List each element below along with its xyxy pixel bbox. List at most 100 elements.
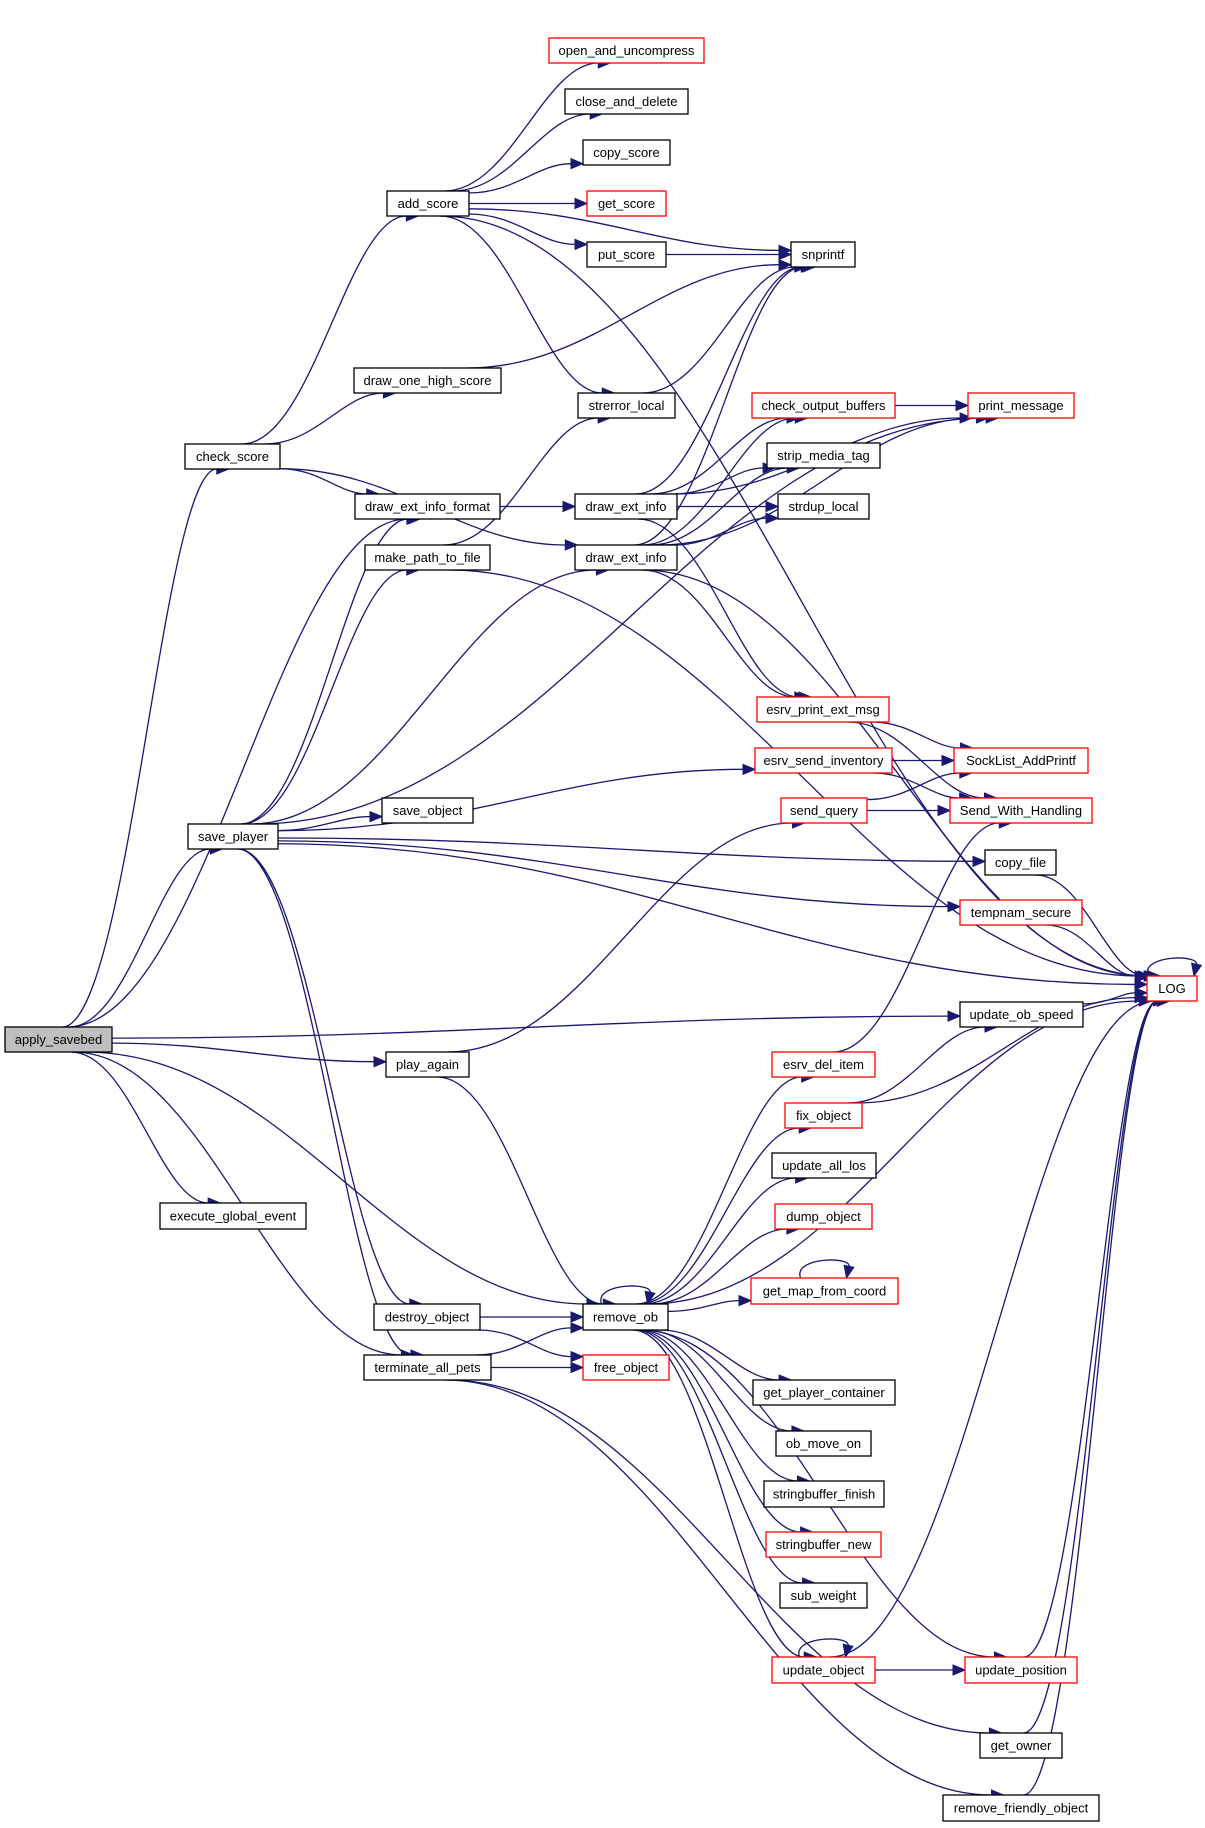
node-terminate_all_pets[interactable]: terminate_all_pets (363, 1354, 492, 1381)
node-box[interactable] (756, 696, 890, 723)
node-update_object[interactable]: update_object (771, 1656, 876, 1684)
node-box[interactable] (184, 443, 281, 470)
node-box[interactable] (967, 392, 1075, 419)
node-box[interactable] (790, 241, 856, 268)
node-box[interactable] (784, 1102, 863, 1129)
node-apply_savebed[interactable]: apply_savebed (4, 1026, 113, 1053)
node-box[interactable] (774, 1203, 873, 1230)
node-box[interactable] (752, 1379, 896, 1406)
node-box[interactable] (777, 493, 870, 520)
node-box[interactable] (959, 1001, 1084, 1028)
node-box[interactable] (564, 88, 689, 115)
node-free_object[interactable]: free_object (582, 1354, 670, 1381)
node-add_score[interactable]: add_score (386, 190, 470, 217)
node-make_path_to_file[interactable]: make_path_to_file (364, 544, 491, 571)
node-check_score[interactable]: check_score (184, 443, 281, 470)
node-open_and_uncompress[interactable]: open_and_uncompress (548, 37, 705, 64)
node-get_map_from_coord[interactable]: get_map_from_coord (750, 1277, 899, 1305)
node-Send_With_Handling[interactable]: Send_With_Handling (949, 797, 1093, 824)
node-update_position[interactable]: update_position (964, 1656, 1078, 1684)
node-box[interactable] (4, 1026, 113, 1053)
node-box[interactable] (159, 1202, 307, 1230)
node-box[interactable] (984, 849, 1057, 876)
node-box[interactable] (386, 190, 470, 217)
node-box[interactable] (373, 1303, 481, 1331)
node-box[interactable] (964, 1656, 1078, 1684)
node-box[interactable] (354, 493, 501, 520)
node-fix_object[interactable]: fix_object (784, 1102, 863, 1129)
node-get_player_container[interactable]: get_player_container (752, 1379, 896, 1406)
node-print_message[interactable]: print_message (967, 392, 1075, 419)
node-esrv_print_ext_msg[interactable]: esrv_print_ext_msg (756, 696, 890, 723)
node-stringbuffer_new[interactable]: stringbuffer_new (765, 1531, 882, 1558)
node-tempnam_secure[interactable]: tempnam_secure (959, 899, 1083, 926)
node-strerror_local[interactable]: strerror_local (577, 392, 676, 419)
node-box[interactable] (586, 241, 667, 268)
node-box[interactable] (548, 37, 705, 64)
node-box[interactable] (574, 493, 678, 520)
node-box[interactable] (942, 1794, 1100, 1822)
node-box[interactable] (582, 1303, 669, 1331)
node-box[interactable] (582, 1354, 670, 1381)
node-update_ob_speed[interactable]: update_ob_speed (959, 1001, 1084, 1028)
node-copy_file[interactable]: copy_file (984, 849, 1057, 876)
node-box[interactable] (187, 823, 279, 850)
node-dump_object[interactable]: dump_object (774, 1203, 873, 1230)
node-sub_weight[interactable]: sub_weight (779, 1582, 868, 1609)
node-esrv_send_inventory[interactable]: esrv_send_inventory (754, 747, 893, 774)
node-box[interactable] (779, 1582, 868, 1609)
node-box[interactable] (959, 899, 1083, 926)
node-box[interactable] (385, 1051, 470, 1078)
node-SockList_AddPrintf[interactable]: SockList_AddPrintf (953, 747, 1089, 774)
node-box[interactable] (771, 1051, 876, 1078)
node-box[interactable] (363, 1354, 492, 1381)
node-box[interactable] (766, 442, 881, 469)
node-box[interactable] (577, 392, 676, 419)
node-save_player[interactable]: save_player (187, 823, 279, 850)
node-play_again[interactable]: play_again (385, 1051, 470, 1078)
node-check_output_buffers[interactable]: check_output_buffers (751, 392, 896, 419)
node-destroy_object[interactable]: destroy_object (373, 1303, 481, 1331)
node-box[interactable] (771, 1656, 876, 1684)
node-box[interactable] (750, 1277, 899, 1305)
node-strip_media_tag[interactable]: strip_media_tag (766, 442, 881, 469)
node-box[interactable] (775, 1430, 872, 1457)
node-box[interactable] (765, 1531, 882, 1558)
node-ob_move_on[interactable]: ob_move_on (775, 1430, 872, 1457)
node-draw_ext_info_1[interactable]: draw_ext_info (574, 493, 678, 520)
node-get_score[interactable]: get_score (586, 190, 667, 217)
node-box[interactable] (953, 747, 1089, 774)
node-draw_ext_info_format[interactable]: draw_ext_info_format (354, 493, 501, 520)
node-box[interactable] (381, 797, 474, 824)
node-box[interactable] (574, 544, 678, 571)
node-draw_ext_info_2[interactable]: draw_ext_info (574, 544, 678, 571)
node-remove_ob[interactable]: remove_ob (582, 1303, 669, 1331)
node-stringbuffer_finish[interactable]: stringbuffer_finish (763, 1480, 885, 1508)
node-remove_friendly_object[interactable]: remove_friendly_object (942, 1794, 1100, 1822)
node-update_all_los[interactable]: update_all_los (771, 1152, 877, 1179)
node-strdup_local[interactable]: strdup_local (777, 493, 870, 520)
node-box[interactable] (780, 797, 868, 824)
node-box[interactable] (582, 139, 671, 166)
node-snprintf[interactable]: snprintf (790, 241, 856, 268)
node-draw_one_high_score[interactable]: draw_one_high_score (353, 367, 502, 394)
node-send_query[interactable]: send_query (780, 797, 868, 824)
node-close_and_delete[interactable]: close_and_delete (564, 88, 689, 115)
node-box[interactable] (771, 1152, 877, 1179)
node-box[interactable] (586, 190, 667, 217)
node-save_object[interactable]: save_object (381, 797, 474, 824)
node-box[interactable] (751, 392, 896, 419)
node-box[interactable] (949, 797, 1093, 824)
node-box[interactable] (353, 367, 502, 394)
node-box[interactable] (1146, 975, 1198, 1002)
node-copy_score[interactable]: copy_score (582, 139, 671, 166)
node-get_owner[interactable]: get_owner (979, 1732, 1063, 1759)
node-execute_global_event[interactable]: execute_global_event (159, 1202, 307, 1230)
node-box[interactable] (763, 1480, 885, 1508)
node-box[interactable] (979, 1732, 1063, 1759)
node-box[interactable] (754, 747, 893, 774)
node-esrv_del_item[interactable]: esrv_del_item (771, 1051, 876, 1078)
node-put_score[interactable]: put_score (586, 241, 667, 268)
node-LOG[interactable]: LOG (1146, 975, 1198, 1002)
node-box[interactable] (364, 544, 491, 571)
